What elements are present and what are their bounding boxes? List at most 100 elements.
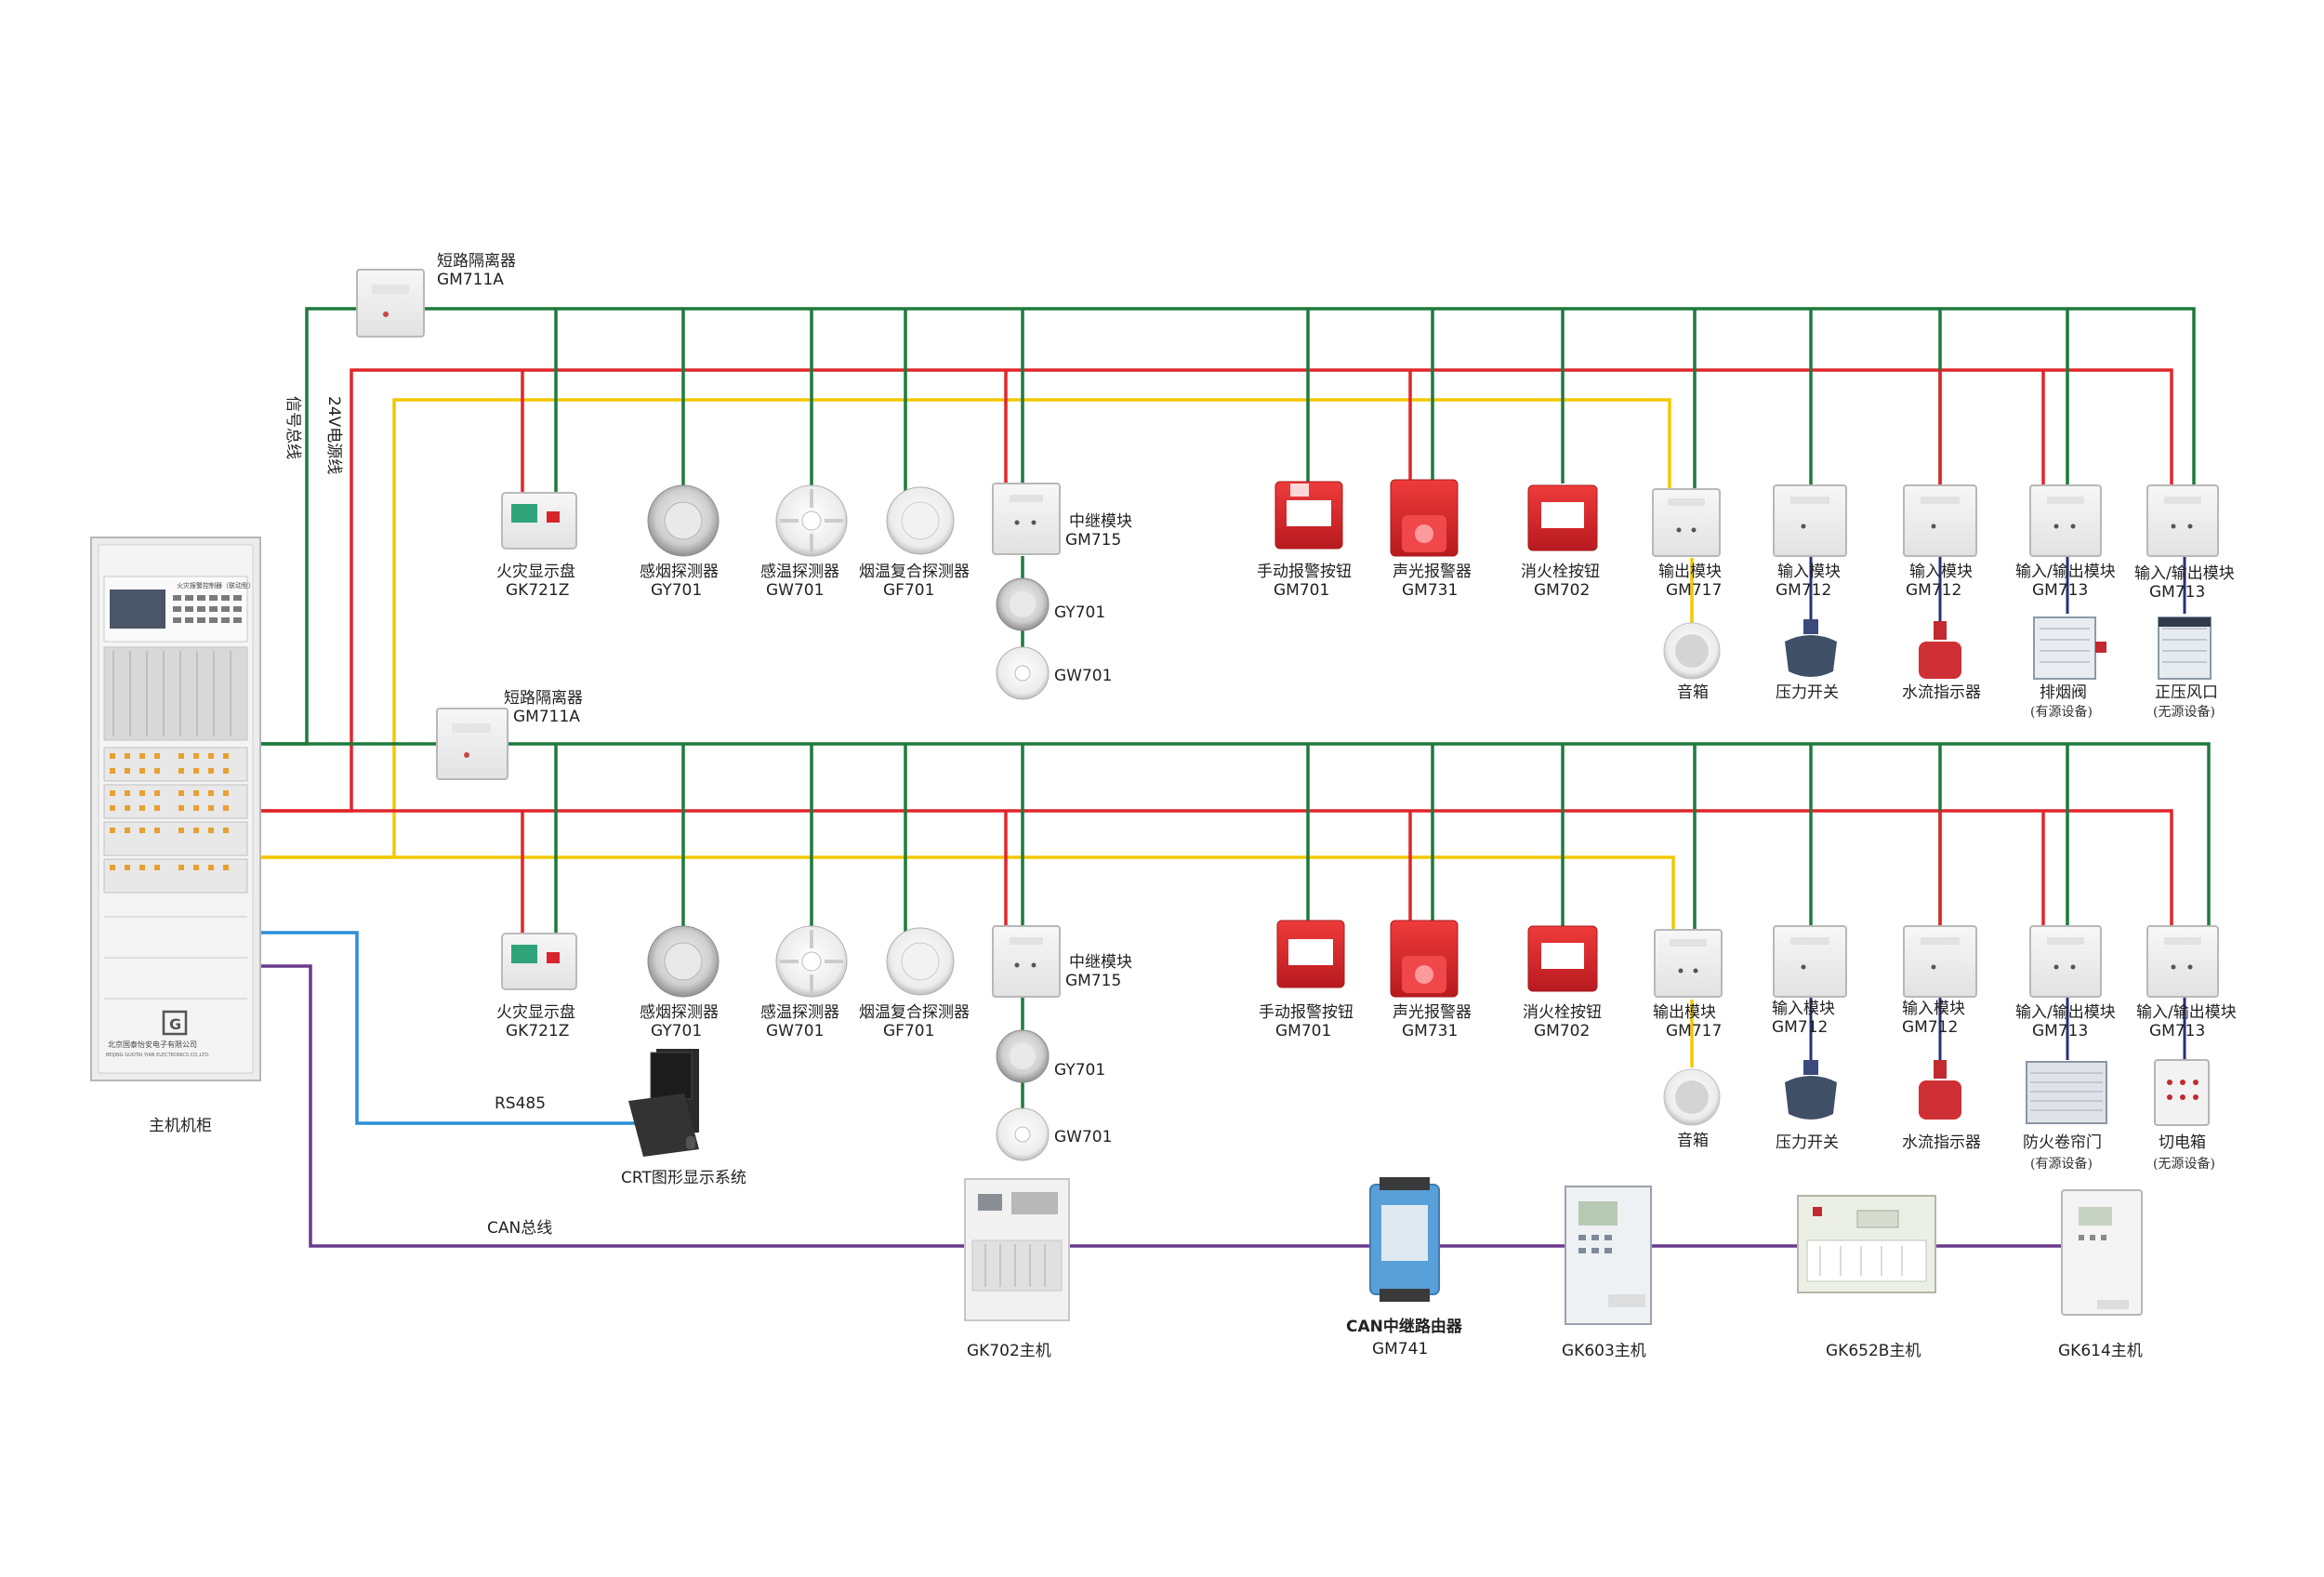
r1-manual-alarm-button[interactable] — [1274, 481, 1343, 550]
r2-hydrant-button[interactable] — [1527, 925, 1598, 992]
r2-manual-alarm-button[interactable] — [1276, 920, 1345, 988]
r2-pressure-switch[interactable] — [1785, 1060, 1837, 1120]
r1-speaker-label: 音箱 — [1677, 683, 1709, 702]
gk614-host[interactable] — [2061, 1189, 2143, 1316]
r2-relay-smoke-detector[interactable] — [996, 1029, 1050, 1083]
r2-input-module-2[interactable] — [1903, 925, 1977, 998]
r1-heat-model: GW701 — [766, 581, 824, 600]
crt-label: CRT图形显示系统 — [621, 1169, 746, 1187]
r2-manual-name: 手动报警按钮 — [1259, 1003, 1353, 1022]
r1-pressure-vent[interactable] — [2158, 616, 2212, 680]
r1-input1-name: 输入模块 — [1777, 563, 1841, 581]
r1-smoke-damper[interactable] — [2033, 616, 2106, 680]
r1-heat-name: 感温探测器 — [760, 563, 839, 581]
r2-combo-detector[interactable] — [886, 927, 955, 996]
r1-pressure-switch[interactable] — [1785, 619, 1837, 677]
r1-hydrant-model: GM702 — [1534, 581, 1590, 600]
r1-input2-model: GM712 — [1906, 581, 1961, 600]
r1-input1-model: GM712 — [1776, 581, 1831, 600]
r1-relay-smoke-detector[interactable] — [996, 577, 1050, 631]
r1-fire-display-panel[interactable] — [501, 492, 577, 550]
r2-io-module-1[interactable] — [2029, 925, 2102, 998]
r2-power-cutoff-box[interactable] — [2154, 1059, 2210, 1126]
r2-combo-model: GF701 — [883, 1022, 934, 1040]
gk702-host[interactable] — [964, 1178, 1070, 1321]
r2-input-module-1[interactable] — [1773, 925, 1847, 998]
r2-relay-smoke-label: GY701 — [1054, 1061, 1105, 1080]
r2-output-module[interactable] — [1654, 929, 1723, 998]
r2-input2-model: GM712 — [1902, 1018, 1958, 1037]
can-router-name: CAN中继路由器 — [1346, 1317, 1463, 1336]
r2-fire-display-panel[interactable] — [501, 933, 577, 990]
r2-io-module-2[interactable] — [2146, 925, 2219, 998]
r2-relay-model: GM715 — [1065, 972, 1121, 990]
isolator-top-model: GM711A — [437, 271, 504, 289]
isolator-top[interactable] — [356, 269, 425, 338]
r2-io1-model: GM713 — [2032, 1022, 2088, 1040]
r1-manual-model: GM701 — [1274, 581, 1329, 600]
r2-smoke-model: GY701 — [651, 1022, 702, 1040]
top-power-drops — [521, 370, 2045, 500]
isolator-top-name: 短路隔离器 — [437, 252, 516, 271]
r1-combo-detector[interactable] — [886, 486, 955, 555]
rs485-line — [260, 931, 656, 1125]
r1-water-flow-indicator[interactable] — [1919, 621, 1961, 679]
can-bus-label: CAN总线 — [487, 1219, 552, 1238]
r1-relay-heat-detector[interactable] — [996, 646, 1050, 700]
gk702-label: GK702主机 — [967, 1342, 1051, 1360]
r2-display-name: 火灾显示盘 — [496, 1003, 575, 1022]
r2-heat-model: GW701 — [766, 1022, 824, 1040]
r2-water-flow-indicator[interactable] — [1919, 1060, 1961, 1120]
r1-display-name: 火灾显示盘 — [496, 563, 575, 581]
r1-flow-label: 水流指示器 — [1902, 683, 1981, 702]
r2-smoke-detector[interactable] — [647, 925, 720, 998]
r2-strobe-alarm[interactable] — [1390, 920, 1459, 998]
r1-smoke-detector[interactable] — [647, 484, 720, 557]
r2-speaker-label: 音箱 — [1677, 1132, 1709, 1150]
r2-input2-name: 输入模块 — [1902, 1000, 1965, 1018]
r1-output-module[interactable] — [1652, 488, 1721, 557]
r1-hydrant-button[interactable] — [1527, 484, 1598, 551]
r1-io-module-1[interactable] — [2029, 484, 2102, 557]
gk652b-host[interactable] — [1797, 1195, 1936, 1293]
r1-smoke-model: GY701 — [651, 581, 702, 600]
r1-strobe-alarm[interactable] — [1390, 479, 1459, 557]
isolator-bottom[interactable] — [436, 708, 508, 780]
isolator-bottom-name: 短路隔离器 — [504, 689, 583, 708]
r2-relay-heat-detector[interactable] — [996, 1107, 1050, 1161]
cabinet-buttons — [110, 753, 229, 870]
r1-strobe-model: GM731 — [1402, 581, 1458, 600]
r2-fire-shutter[interactable] — [2026, 1061, 2107, 1124]
crt-workstation[interactable] — [628, 1049, 699, 1157]
cabinet-panel-title: 火灾报警控制器（联动型） — [177, 581, 255, 590]
r1-vent-label: 正压风口 — [2155, 683, 2218, 702]
r2-io2-model: GM713 — [2149, 1022, 2205, 1040]
r1-io-module-2[interactable] — [2146, 484, 2219, 557]
r2-strobe-name: 声光报警器 — [1393, 1003, 1472, 1022]
gk603-host[interactable] — [1565, 1186, 1652, 1325]
cabinet-company-en: BEIJING GUOTAI YIAN ELECTRONICS CO.,LTD. — [106, 1053, 210, 1058]
r1-heat-detector[interactable] — [775, 484, 848, 557]
cabinet-indicator-grid — [103, 646, 248, 741]
r1-output-model: GM717 — [1666, 581, 1722, 600]
r2-speaker[interactable] — [1663, 1068, 1721, 1126]
r1-input-module-1[interactable] — [1773, 484, 1847, 557]
r2-output-model: GM717 — [1666, 1022, 1722, 1040]
r1-relay-module[interactable] — [992, 483, 1061, 555]
r1-speaker[interactable] — [1663, 622, 1721, 680]
r2-manual-model: GM701 — [1275, 1022, 1331, 1040]
r2-heat-detector[interactable] — [775, 925, 848, 998]
r1-input-module-2[interactable] — [1903, 484, 1977, 557]
r2-display-model: GK721Z — [506, 1022, 569, 1040]
cabinet-logo: G — [162, 1010, 188, 1036]
can-router[interactable] — [1369, 1177, 1440, 1302]
r2-hydrant-name: 消火栓按钮 — [1523, 1003, 1602, 1022]
main-cabinet[interactable]: 火灾报警控制器（联动型） — [90, 537, 261, 1081]
isolator-bottom-model: GM711A — [513, 708, 580, 726]
r1-relay-model: GM715 — [1065, 531, 1121, 550]
bus-lines — [260, 307, 2211, 1248]
r1-damper-label: 排烟阀 — [2040, 683, 2087, 702]
r2-relay-module[interactable] — [992, 925, 1061, 998]
gk614-label: GK614主机 — [2058, 1342, 2143, 1360]
